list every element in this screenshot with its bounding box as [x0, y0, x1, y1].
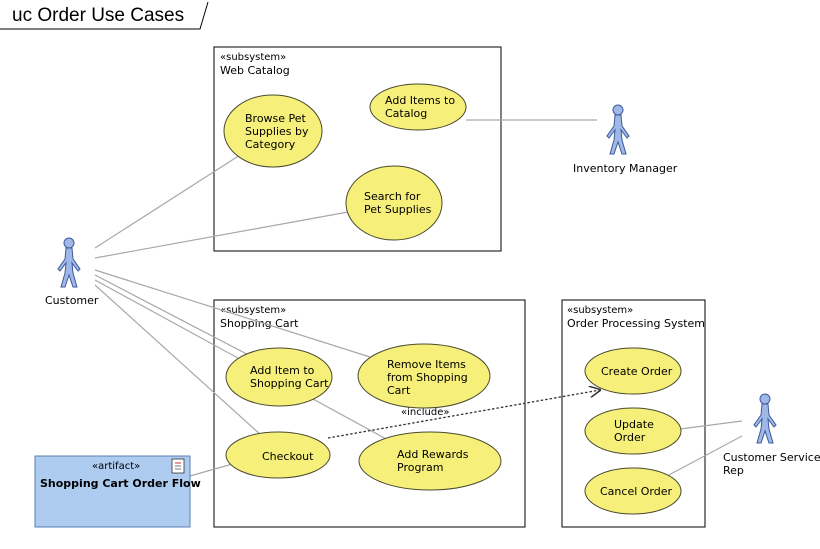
diagram-title: uc Order Use Cases	[12, 5, 184, 26]
use-case-remove-items[interactable]: Remove Items from Shopping Cart	[357, 343, 491, 409]
actor-inventory-manager[interactable]: Inventory Manager	[573, 104, 678, 175]
subsystem-stereotype: «subsystem»	[220, 52, 286, 63]
actor-customer[interactable]: Customer	[45, 237, 99, 307]
association-rep-cancel[interactable]	[666, 435, 743, 477]
subsystem-stereotype: «subsystem»	[220, 305, 286, 316]
diagram-frame-tab: uc Order Use Cases	[0, 1, 209, 30]
use-case-label: Remove Items from Shopping Cart	[387, 358, 471, 397]
actor-label: Customer Service Rep	[723, 451, 820, 477]
include-dependency[interactable]: «include»	[327, 390, 600, 439]
use-case-label: Search for Pet Supplies	[364, 190, 432, 216]
use-case-create-order[interactable]: Create Order	[584, 347, 682, 395]
actor-customer-service-rep[interactable]: Customer Service Rep	[723, 393, 820, 477]
associations	[94, 119, 743, 477]
artifact-shopping-cart-order-flow[interactable]: «artifact» Shopping Cart Order Flow	[34, 455, 201, 528]
use-case-add-items-to-catalog[interactable]: Add Items to Catalog	[369, 83, 467, 131]
association-customer-remove[interactable]	[94, 269, 371, 358]
include-label: «include»	[401, 407, 449, 418]
use-case-label: Update Order	[614, 418, 657, 444]
association-customer-browse[interactable]	[94, 154, 241, 249]
artifact-stereotype: «artifact»	[92, 461, 140, 472]
use-case-add-item-to-cart[interactable]: Add Item to Shopping Cart	[225, 347, 333, 407]
artifact-document-icon	[171, 458, 185, 474]
use-case-label: Browse Pet Supplies by Category	[245, 112, 312, 151]
association-customer-checkout[interactable]	[94, 284, 263, 437]
use-case-cancel-order[interactable]: Cancel Order	[584, 467, 682, 515]
use-case-label: Create Order	[601, 365, 673, 378]
use-case-update-order[interactable]: Update Order	[584, 407, 682, 455]
association-customer-add-item[interactable]	[94, 274, 263, 363]
use-case-add-rewards-program[interactable]: Add Rewards Program	[358, 431, 502, 491]
artifact-name: Shopping Cart Order Flow	[40, 477, 201, 490]
association-rep-update[interactable]	[679, 420, 743, 430]
stick-figure-icon	[606, 104, 630, 155]
use-case-label: Add Rewards Program	[397, 448, 472, 474]
stick-figure-icon	[753, 393, 777, 444]
subsystem-shopping-cart[interactable]: «subsystem» Shopping Cart	[213, 299, 526, 528]
subsystem-stereotype: «subsystem»	[567, 305, 633, 316]
subsystem-name: Shopping Cart	[220, 317, 299, 330]
use-case-label: Checkout	[262, 450, 314, 463]
use-case-label: Add Items to Catalog	[385, 94, 459, 120]
actor-label: Customer	[45, 294, 99, 307]
use-case-checkout[interactable]: Checkout	[225, 431, 331, 479]
association-artifact-checkout[interactable]	[189, 462, 237, 477]
actor-label: Inventory Manager	[573, 162, 678, 175]
use-case-search-pet-supplies[interactable]: Search for Pet Supplies	[345, 165, 443, 241]
subsystem-name: Order Processing System	[567, 317, 705, 330]
use-case-label: Cancel Order	[600, 485, 672, 498]
stick-figure-icon	[57, 237, 81, 288]
subsystem-name: Web Catalog	[220, 64, 290, 77]
use-case-label: Add Item to Shopping Cart	[250, 364, 329, 390]
use-case-browse-pet-supplies[interactable]: Browse Pet Supplies by Category	[223, 94, 323, 168]
association-customer-search[interactable]	[94, 211, 349, 259]
